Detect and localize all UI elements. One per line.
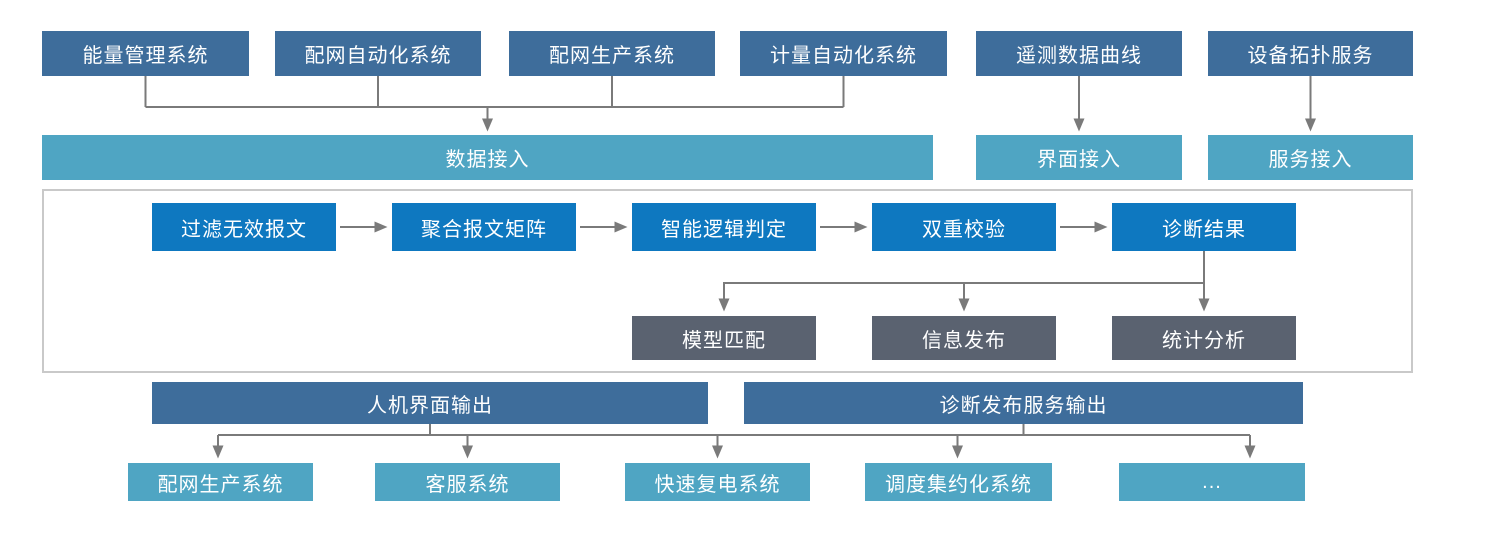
- box-filter-invalid-messages: 过滤无效报文: [152, 203, 336, 251]
- box-double-verification: 双重校验: [872, 203, 1056, 251]
- box-telemetry-data-curve: 遥测数据曲线: [976, 31, 1182, 76]
- box-energy-management-system: 能量管理系统: [42, 31, 249, 76]
- box-device-topology-service: 设备拓扑服务: [1208, 31, 1413, 76]
- bar-diagnosis-publish-service-output: 诊断发布服务输出: [744, 382, 1303, 424]
- box-intelligent-logic-judgment: 智能逻辑判定: [632, 203, 816, 251]
- box-model-matching: 模型匹配: [632, 316, 816, 360]
- source-merge-rail: [144, 76, 845, 108]
- box-target-customer-service-system: 客服系统: [375, 463, 560, 501]
- box-target-more-systems: ...: [1119, 463, 1305, 501]
- bar-service-access: 服务接入: [1208, 135, 1413, 180]
- box-target-dispatch-consolidation-system: 调度集约化系统: [865, 463, 1052, 501]
- output-merge-rail: [218, 424, 1250, 436]
- box-metering-automation-system: 计量自动化系统: [740, 31, 947, 76]
- box-statistical-analysis: 统计分析: [1112, 316, 1296, 360]
- box-distribution-automation-system: 配网自动化系统: [275, 31, 481, 76]
- bar-ui-access: 界面接入: [976, 135, 1182, 180]
- box-target-rapid-power-restoration-system: 快速复电系统: [625, 463, 810, 501]
- bar-data-access: 数据接入: [42, 135, 933, 180]
- bar-hmi-output: 人机界面输出: [152, 382, 708, 424]
- box-diagnosis-result: 诊断结果: [1112, 203, 1296, 251]
- box-aggregate-message-matrix: 聚合报文矩阵: [392, 203, 576, 251]
- box-distribution-production-system: 配网生产系统: [509, 31, 715, 76]
- box-information-publishing: 信息发布: [872, 316, 1056, 360]
- box-target-distribution-production-system: 配网生产系统: [128, 463, 313, 501]
